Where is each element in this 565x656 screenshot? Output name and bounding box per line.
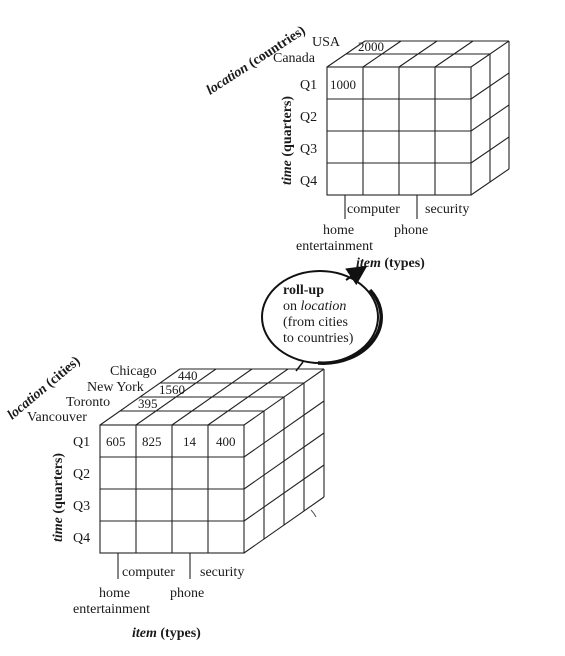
rollup-line-from: (from cities — [283, 315, 348, 330]
top-item-phone: phone — [394, 223, 428, 238]
bottom-quarter-q4: Q4 — [73, 531, 90, 546]
scribble-mark — [310, 509, 317, 518]
top-value-usa-q1: 2000 — [358, 39, 384, 54]
value-chicago-back: 440 — [178, 368, 198, 383]
value-toronto-back: 395 — [138, 396, 158, 411]
top-quarter-q3: Q3 — [300, 142, 317, 157]
value-vancouver-q1-home: 605 — [106, 434, 126, 449]
value-vancouver-q1-phone: 14 — [183, 434, 197, 449]
top-cube — [326, 40, 510, 219]
bottom-item-phone: phone — [170, 586, 204, 601]
top-quarter-q1: Q1 — [300, 78, 317, 93]
bottom-cube — [99, 368, 325, 579]
bottom-item-computer: computer — [122, 565, 175, 580]
bottom-item-entertainment: entertainment — [73, 602, 150, 617]
top-item-entertainment: entertainment — [296, 239, 373, 254]
top-item-axis-unit: (types) — [384, 256, 425, 271]
bottom-item-security: security — [200, 565, 244, 580]
top-time-axis-name: time — [280, 160, 295, 185]
rollup-on-word: on — [283, 299, 297, 314]
top-item-computer: computer — [347, 202, 400, 217]
svg-text:time (quarters): time (quarters) — [51, 453, 66, 542]
rollup-arrow — [345, 265, 368, 286]
bottom-item-axis-unit: (types) — [160, 626, 201, 641]
value-vancouver-q1-computer: 825 — [142, 434, 162, 449]
value-vancouver-q1-security: 400 — [216, 434, 236, 449]
bottom-location-axis-unit: (cities) — [43, 354, 83, 391]
bottom-time-axis-label: time (quarters) — [51, 453, 66, 542]
top-location-usa: USA — [312, 35, 341, 50]
rollup-location-word: location — [301, 299, 347, 314]
rollup-bubble: roll-up on location (from cities to coun… — [261, 265, 383, 372]
rollup-line-on: on location — [283, 299, 346, 314]
bottom-time-axis-name: time — [51, 517, 66, 542]
city-chicago: Chicago — [110, 364, 157, 379]
bottom-item-home: home — [99, 586, 130, 601]
top-time-axis-unit: (quarters) — [280, 96, 295, 157]
svg-text:time (quarters): time (quarters) — [280, 96, 295, 185]
bottom-quarter-q3: Q3 — [73, 499, 90, 514]
top-value-canada-q1: 1000 — [330, 77, 356, 92]
top-time-axis-label: time (quarters) — [280, 96, 295, 185]
rollup-line-to: to countries) — [283, 331, 354, 346]
bottom-quarter-q1: Q1 — [73, 435, 90, 450]
top-location-axis-name: location — [204, 60, 251, 98]
value-new-york-back: 1560 — [159, 382, 185, 397]
bottom-time-axis-unit: (quarters) — [51, 453, 66, 514]
bottom-item-axis-name: item — [132, 626, 157, 641]
top-quarter-q2: Q2 — [300, 110, 317, 125]
top-item-security: security — [425, 202, 469, 217]
rollup-title: roll-up — [283, 283, 324, 298]
bottom-item-axis-label: item (types) — [132, 626, 201, 641]
city-new-york: New York — [87, 380, 144, 395]
top-quarter-q4: Q4 — [300, 174, 317, 189]
top-item-axis-name: item — [356, 256, 381, 271]
city-toronto: Toronto — [66, 395, 110, 410]
bottom-quarter-q2: Q2 — [73, 467, 90, 482]
top-location-canada: Canada — [273, 51, 316, 66]
top-item-home: home — [323, 223, 354, 238]
top-item-axis-label: item (types) — [356, 256, 425, 271]
city-vancouver: Vancouver — [27, 410, 87, 425]
